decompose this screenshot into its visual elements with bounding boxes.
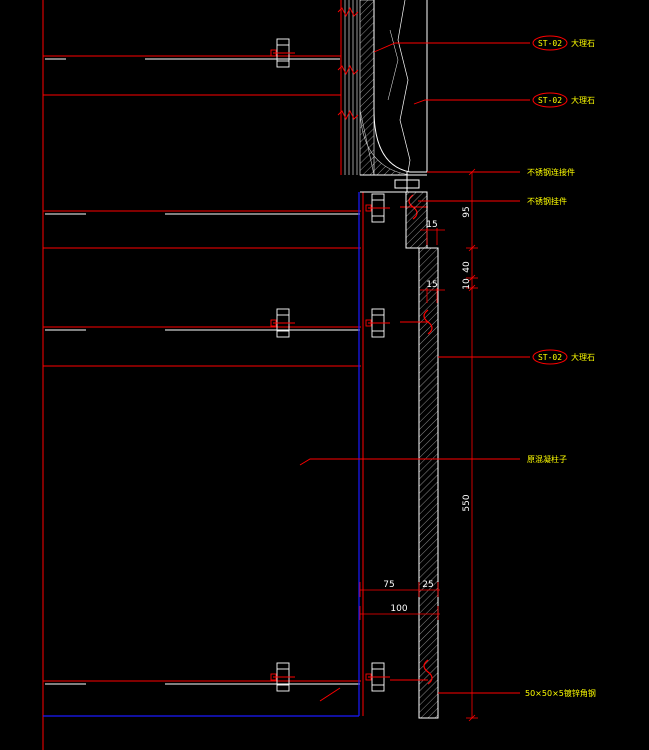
dim-25: 25	[422, 580, 433, 590]
dim-10: 10	[462, 278, 472, 290]
dim-100: 100	[390, 604, 407, 614]
dim-95: 95	[462, 206, 472, 217]
vertical-dimension-chain	[466, 168, 478, 722]
callout-label-2: 大理石	[571, 95, 595, 105]
callout-label-5: 大理石	[571, 352, 595, 362]
bolts	[270, 38, 390, 692]
marble-slabs	[319, 191, 439, 719]
dim-75: 75	[383, 580, 394, 590]
dim-joint-15-a: 15	[426, 220, 437, 230]
bottom-dimensions: 75 25 100	[359, 580, 440, 620]
callout-label-7: 50×50×5镀锌角钢	[525, 688, 596, 698]
callout-label-3: 不锈钢连接件	[527, 167, 575, 177]
callout-tags: ST-02 ST-02 ST-02	[532, 35, 568, 365]
bolt-symbol-5	[270, 662, 295, 692]
upper-marble-block	[337, 0, 428, 193]
structure-lines	[42, 0, 364, 750]
callout-labels: 大理石 大理石 不锈钢连接件 不锈钢挂件 大理石 原混凝柱子 50×50×5镀锌…	[525, 38, 596, 698]
bolt-symbol-1	[270, 38, 295, 68]
dim-550: 550	[462, 494, 472, 511]
callout-label-6: 原混凝柱子	[527, 454, 567, 464]
leader-lines	[299, 42, 530, 694]
callout-label-4: 不锈钢挂件	[527, 196, 567, 206]
dim-40: 40	[462, 261, 472, 273]
dim-joint-15-b: 15	[426, 280, 437, 290]
callout-tag-1: ST-02	[538, 39, 562, 48]
tag-oval-5	[532, 349, 568, 365]
callout-label-1: 大理石	[571, 38, 595, 48]
bolt-symbol-6	[365, 662, 390, 692]
vertical-dimension-texts: 95 40 10 550	[462, 206, 472, 511]
bolt-symbol-3	[270, 308, 295, 338]
bolt-symbol-2	[365, 193, 390, 223]
joint-dimensions: 15 15	[420, 220, 445, 303]
bolt-symbol-4	[365, 308, 390, 338]
tag-oval-1	[532, 35, 568, 51]
callout-tag-5: ST-02	[538, 353, 562, 362]
tag-oval-2	[532, 92, 568, 108]
callout-tag-2: ST-02	[538, 96, 562, 105]
